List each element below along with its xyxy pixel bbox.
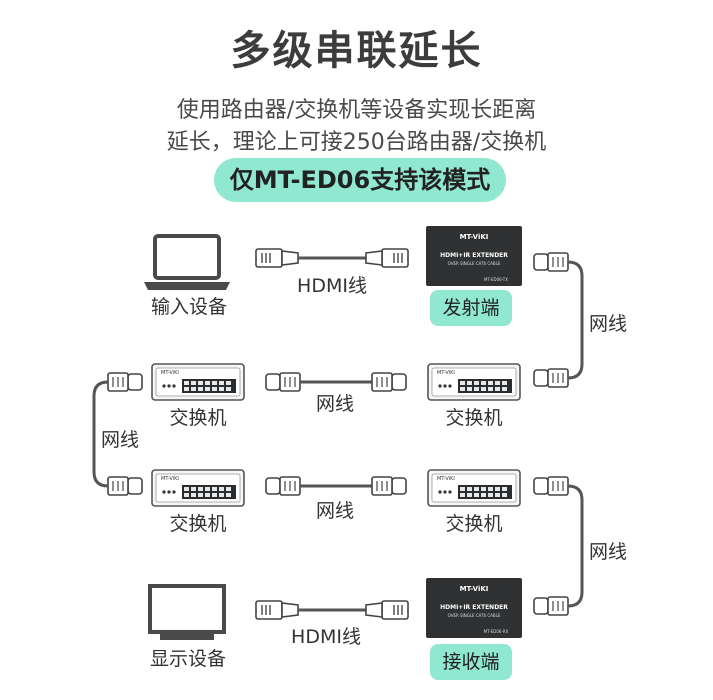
subtitle-line-2: 延长，理论上可接250台路由器/交换机 <box>166 130 547 155</box>
switch-tl-brand: MT-ViKI <box>161 370 179 376</box>
receiver-device: MT-ViKI HDMI+IR EXTENDER OVER SINGLE CAT… <box>426 578 522 638</box>
rj45-plug-icon <box>265 372 301 392</box>
hdmi-plug-icon <box>255 600 299 620</box>
net-cable-label-left: 网线 <box>101 429 139 451</box>
switch-tr-brand: MT-ViKI <box>437 370 455 376</box>
rx-product-sub: OVER SINGLE CAT6 CABLE <box>448 613 501 618</box>
rj45-plug-icon <box>371 476 407 496</box>
switch-label-bottom-left: 交换机 <box>169 513 226 535</box>
hdmi-cable-label-bottom: HDMI线 <box>291 626 361 648</box>
tx-brand: MT-ViKI <box>460 233 489 241</box>
switch-br-brand: MT-ViKI <box>437 476 455 482</box>
rj45-plug-icon <box>533 476 569 496</box>
input-device-label: 输入设备 <box>151 296 227 318</box>
rj45-plug-icon <box>107 476 143 496</box>
laptop-icon <box>144 234 230 290</box>
switch-label-top-right: 交换机 <box>445 407 502 429</box>
hdmi-plug-icon <box>365 600 409 620</box>
subtitle-line-1: 使用路由器/交换机等设备实现长距离 <box>176 98 537 123</box>
rx-brand: MT-ViKI <box>460 585 489 593</box>
rj45-plug-icon <box>265 476 301 496</box>
receiver-tag <box>430 644 512 680</box>
switch-bl-brand: MT-ViKI <box>161 476 179 482</box>
transmitter-device: MT-ViKI HDMI+IR EXTENDER OVER SINGLE CAT… <box>426 226 522 286</box>
rj45-plug-icon <box>533 252 569 272</box>
rj45-plug-icon <box>371 372 407 392</box>
rj45-plug-icon <box>107 372 143 392</box>
tx-product-sub: OVER SINGLE CAT6 CABLE <box>448 261 501 266</box>
net-cable-middle-bottom <box>265 476 407 496</box>
model-note-badge: 仅MT-ED06支持该模式 <box>214 158 506 202</box>
hdmi-cable-label-top: HDMI线 <box>297 275 367 297</box>
page-title: 多级串联延长 <box>230 28 483 74</box>
rx-product: HDMI+IR EXTENDER <box>440 604 508 611</box>
tx-model: MT-ED06-TX <box>484 277 508 282</box>
hdmi-plug-icon <box>365 248 409 268</box>
receiver-label: 接收端 <box>442 651 499 673</box>
display-device-label: 显示设备 <box>150 648 226 670</box>
hdmi-cable-bottom <box>255 600 409 620</box>
transmitter-tag <box>430 290 512 326</box>
net-cable-label-right-top: 网线 <box>589 313 627 335</box>
rj45-plug-icon <box>533 596 569 616</box>
switch-label-top-left: 交换机 <box>169 407 226 429</box>
tx-product: HDMI+IR EXTENDER <box>440 252 508 259</box>
net-cable-label-middle-bottom: 网线 <box>316 500 354 522</box>
net-cable-left <box>92 372 143 496</box>
hdmi-plug-icon <box>255 248 299 268</box>
net-cable-middle-top <box>265 372 407 392</box>
net-cable-right-top <box>533 252 584 388</box>
rx-model: MT-ED06-RX <box>484 629 509 634</box>
net-cable-right-bottom <box>533 476 584 616</box>
monitor-icon <box>148 584 226 640</box>
hdmi-cable-top <box>255 248 409 268</box>
net-cable-label-right-bottom: 网线 <box>589 541 627 563</box>
rj45-plug-icon <box>533 368 569 388</box>
switch-label-bottom-right: 交换机 <box>445 513 502 535</box>
net-cable-label-middle-top: 网线 <box>316 393 354 415</box>
transmitter-label: 发射端 <box>442 297 499 319</box>
